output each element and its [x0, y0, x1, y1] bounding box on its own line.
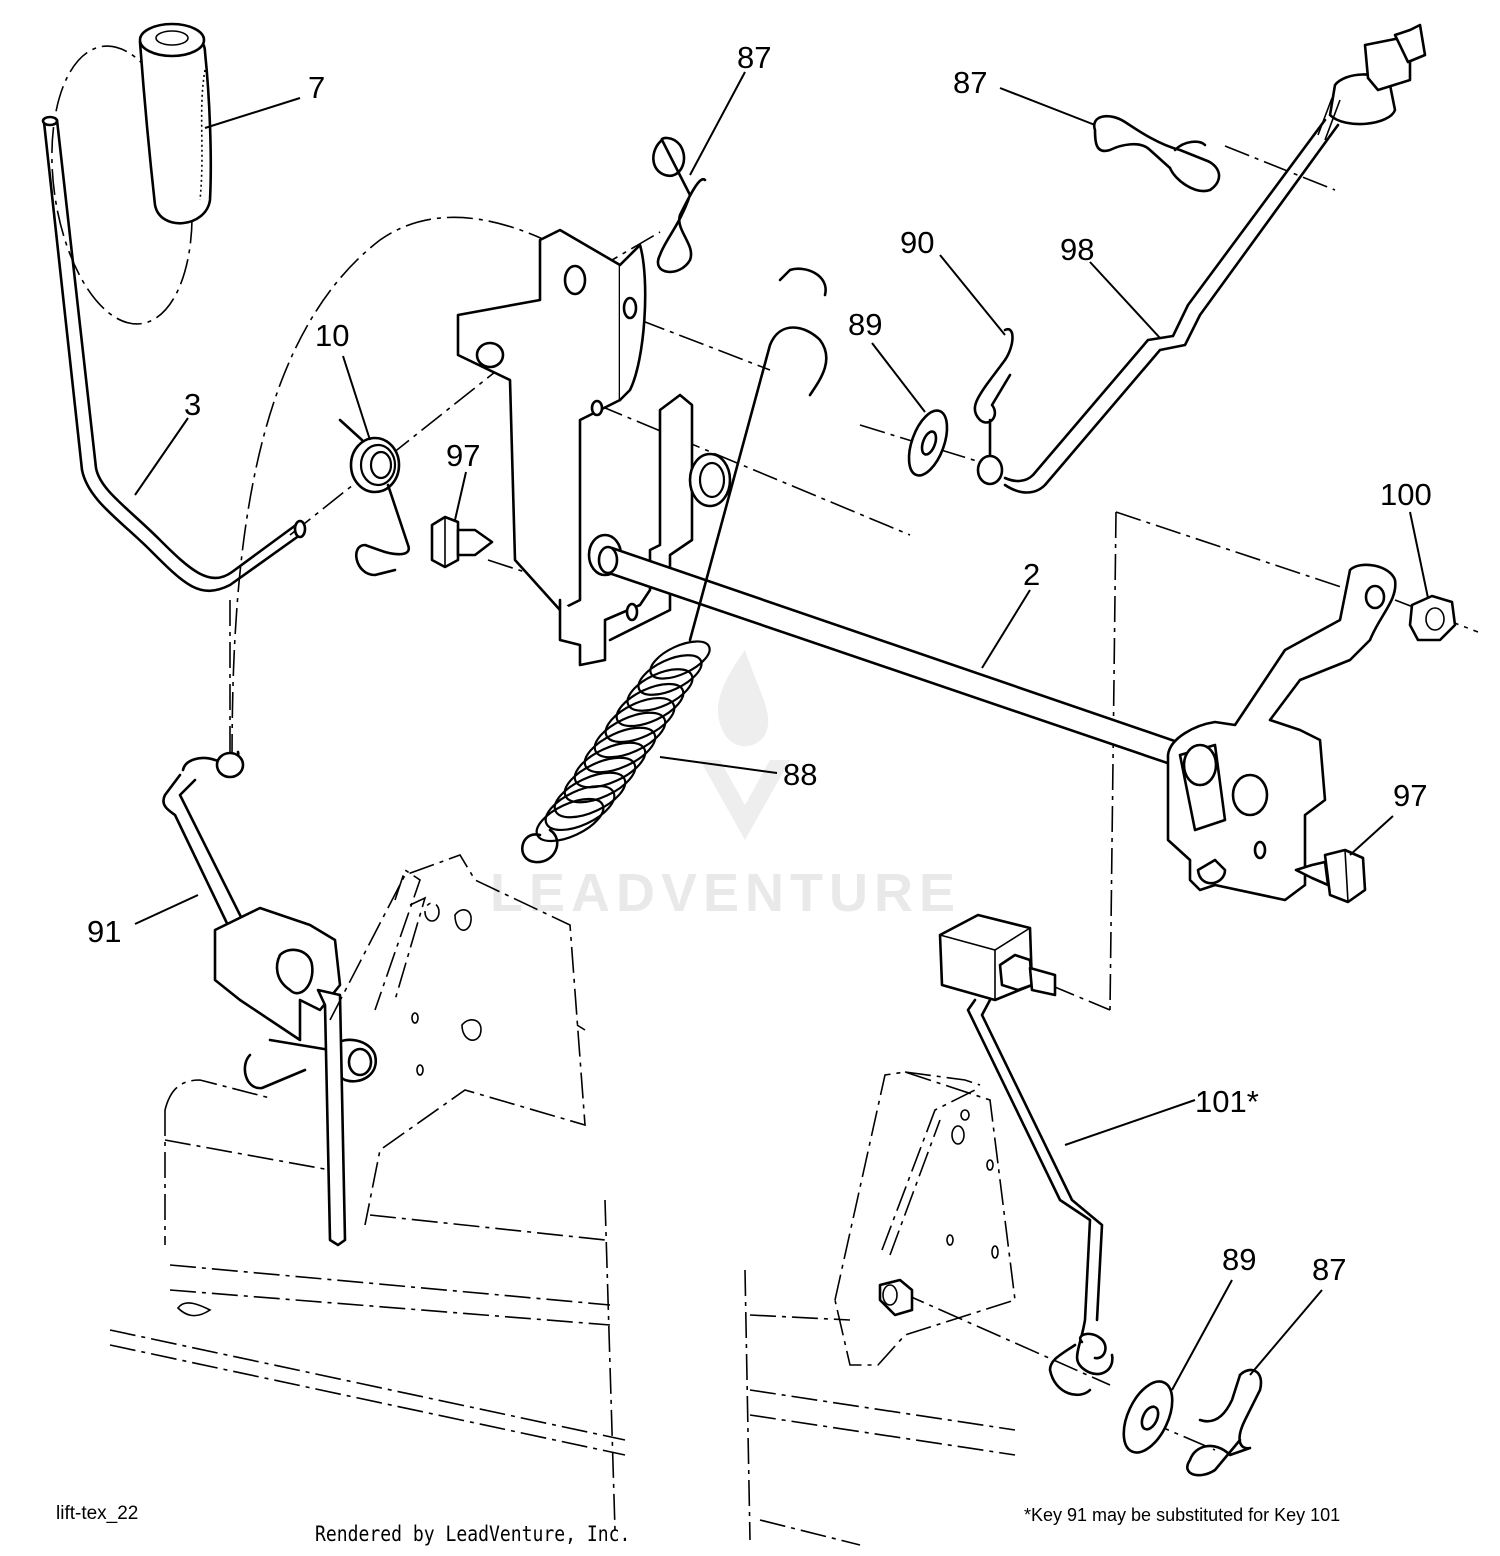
callout-101: 101*: [1195, 1084, 1259, 1119]
footnote: *Key 91 may be substituted for Key 101: [1024, 1505, 1341, 1525]
callout-87-top: 87: [737, 40, 771, 75]
callout-98: 98: [1060, 232, 1094, 267]
washer-top-part: [907, 409, 949, 477]
callout-89-bottom: 89: [1222, 1242, 1256, 1277]
callout-3: 3: [184, 387, 201, 422]
leadventure-logo-icon: [700, 650, 790, 840]
callout-100: 100: [1380, 477, 1432, 512]
hex-nut-part: [1408, 594, 1457, 642]
hitch-pin-clip-right-part: [1092, 114, 1221, 193]
callout-7: 7: [308, 70, 325, 105]
callout-89-top: 89: [848, 307, 882, 342]
callout-97-left: 97: [446, 438, 480, 473]
washer-bottom-part: [1122, 1380, 1174, 1454]
leader-lines: [134, 71, 1429, 1391]
callout-91: 91: [87, 914, 121, 949]
right-side-plate-phantom: [834, 1071, 1016, 1366]
torsion-spring-part: [338, 418, 411, 577]
adjustment-rod-part: [938, 913, 1114, 1397]
watermark-text: LEADVENTURE: [490, 863, 962, 923]
lift-handle-part: [41, 115, 307, 593]
hairpin-part: [973, 327, 1014, 457]
callout-2: 2: [1023, 557, 1040, 592]
lift-link-rod-part: [976, 23, 1427, 494]
callout-97-right: 97: [1393, 778, 1427, 813]
spring-coils: [535, 640, 711, 843]
left-deck-phantom: [109, 1079, 626, 1531]
callout-87-bottom: 87: [1312, 1252, 1346, 1287]
shoulder-bolt-left-part: [430, 515, 494, 569]
callout-87-right: 87: [953, 65, 987, 100]
hitch-pin-clip-top-part: [652, 136, 707, 274]
left-side-plate-phantom: [329, 854, 586, 1226]
hand-grip-part: [138, 22, 213, 225]
right-deck-phantom: [744, 1269, 1016, 1546]
figure-code: lift-tex_22: [56, 1503, 139, 1524]
hitch-pin-clip-bottom-part: [1186, 1368, 1263, 1477]
lift-shaft-part: [597, 545, 1197, 772]
callout-labels: 7 87 87 90 98 89 10 3 97 100 2 88 97 91 …: [87, 40, 1432, 1287]
left-pivot-bracket-part: [213, 906, 378, 1247]
main-bracket-part: [456, 228, 732, 667]
right-lift-arm-part: [1166, 563, 1397, 902]
callout-90: 90: [900, 225, 934, 260]
render-credit: Rendered by LeadVenture, Inc.: [315, 1522, 631, 1546]
shoulder-bolt-right-part: [1294, 848, 1367, 904]
callout-10: 10: [315, 318, 349, 353]
extension-spring-part: [520, 267, 828, 864]
callout-88: 88: [783, 757, 817, 792]
